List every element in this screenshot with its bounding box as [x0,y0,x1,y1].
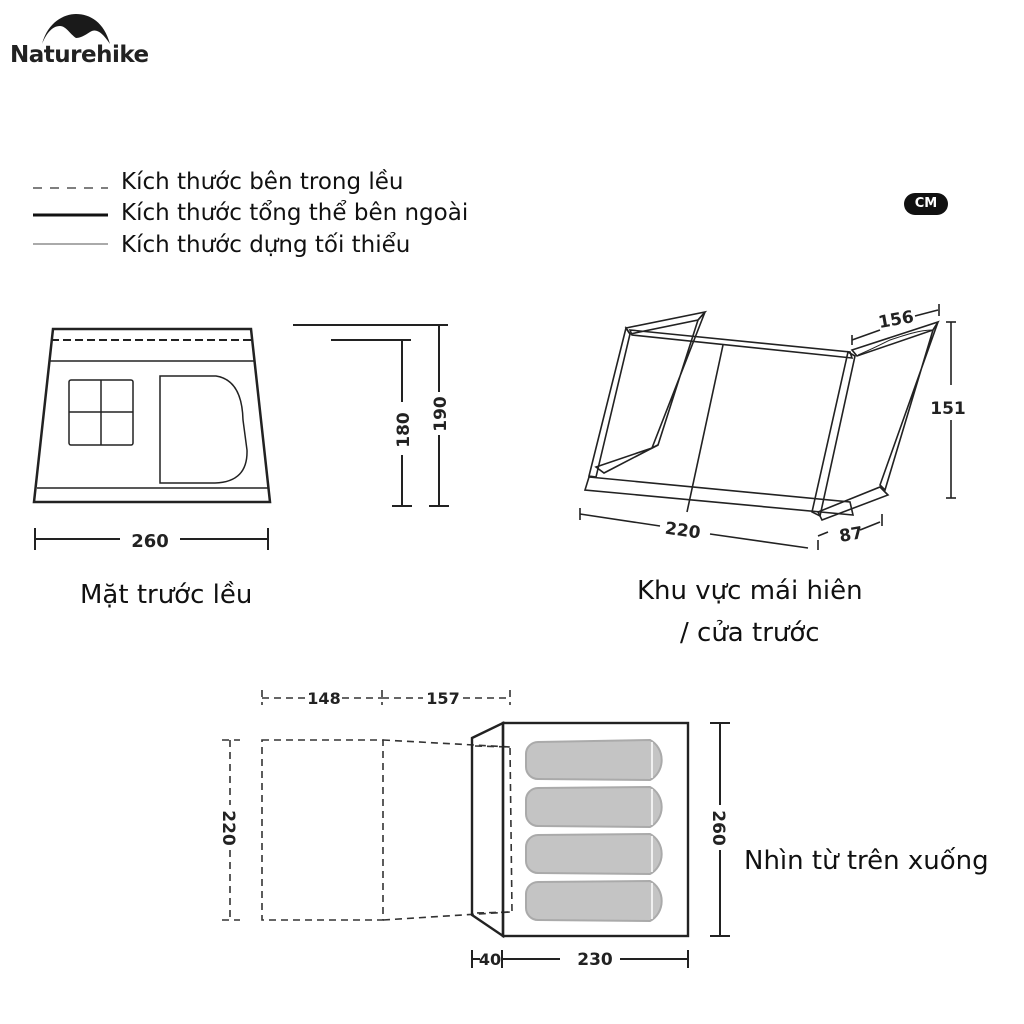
legend-outer-label: Kích thước tổng thể bên ngoài [121,200,469,226]
brand-name: Naturehike [10,42,149,68]
front-view-caption: Mặt trước lều [80,580,253,610]
top-view-diagram: 148 157 220 260 40 230 [218,689,730,970]
vestibule-length-label: 220 [664,519,702,544]
front-view-diagram: 260 180 190 [32,324,451,552]
sleeping-bags [525,738,663,923]
top-ext2-label: 157 [426,689,459,708]
mountain-arc-icon [42,14,110,44]
sleeping-bag-icon [525,738,663,782]
sleeping-bag-icon [525,832,663,876]
sleeping-bag-icon [525,879,663,923]
tent-front-outline [32,327,272,504]
front-width-label: 260 [131,531,169,552]
door-icon [159,375,248,484]
vestibule-depth-label: 87 [838,523,865,547]
top-vestibule-depth-label: 40 [479,950,501,969]
vestibule-caption-line2: / cửa trước [680,618,820,648]
top-ext1-label: 148 [307,689,340,708]
legend-line-samples [33,187,108,245]
top-view-caption: Nhìn từ trên xuống [744,846,989,876]
legend-inner-label: Kích thước bên trong lều [121,169,404,195]
vestibule-height-label: 151 [930,399,966,419]
front-outer-height-label: 190 [431,396,451,432]
top-ext-width-label: 220 [218,810,238,846]
front-inner-height-label: 180 [394,412,414,448]
sleeping-bag-icon [525,785,663,829]
vestibule-top-width-label: 156 [877,307,915,333]
top-tent-width-label: 260 [708,810,728,846]
vestibule-caption-line1: Khu vực mái hiên [637,576,863,606]
top-tent-length-label: 230 [577,950,613,970]
legend-minimum-label: Kích thước dựng tối thiểu [121,232,411,258]
vestibule-diagram: 220 156 151 87 [579,304,966,550]
unit-badge: CM [904,193,948,215]
